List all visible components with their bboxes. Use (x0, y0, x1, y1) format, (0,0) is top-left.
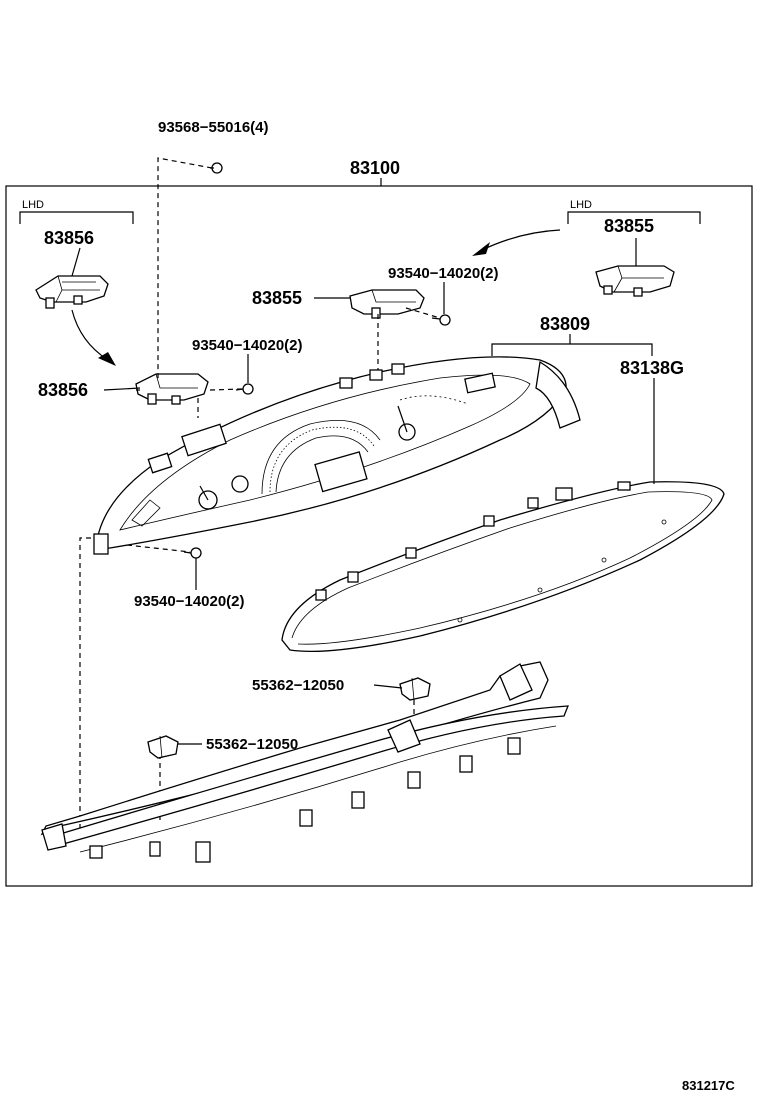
screw-93540-left (235, 383, 254, 395)
glass-83138G (281, 481, 725, 653)
label-bracket-right: 83855 (604, 216, 654, 236)
label-lhd-right: LHD (570, 199, 592, 211)
assembly-frame (5, 185, 753, 887)
clip-55362-right (399, 677, 431, 701)
bracket-83856-mounted (135, 373, 209, 405)
label-lens-assy: 83809 (540, 314, 590, 334)
combination-meter-assembly (93, 356, 581, 555)
clip-55362-left (147, 735, 179, 759)
label-bracket-center: 83855 (252, 288, 302, 308)
lhd-right-bracket-line (567, 211, 701, 224)
bracket-83855-center (349, 289, 425, 319)
label-clip-left: 55362−12050 (206, 736, 298, 753)
label-glass: 83138G (620, 358, 684, 378)
screw-93540-bottom (183, 547, 202, 559)
label-bracket-left: 83856 (38, 380, 88, 400)
label-screw-left-mid: 93540−14020(2) (192, 337, 303, 354)
label-screw-right: 93540−14020(2) (388, 265, 499, 282)
label-clip-right: 55362−12050 (252, 677, 344, 694)
bracket-83856-lhd (35, 275, 109, 309)
label-bracket-left-top: 83856 (44, 228, 94, 248)
lhd-left-bracket-line (19, 211, 134, 224)
screw-93540-right (431, 314, 451, 326)
lower-frame-bracket (40, 661, 569, 863)
label-screw-bottom: 93540−14020(2) (134, 593, 245, 610)
label-assembly: 83100 (350, 158, 400, 178)
label-lhd-left: LHD (22, 199, 44, 211)
label-screw-top: 93568−55016(4) (158, 119, 269, 136)
bracket-83855-lhd (595, 265, 675, 297)
label-diagram-code: 831217C (682, 1078, 735, 1093)
